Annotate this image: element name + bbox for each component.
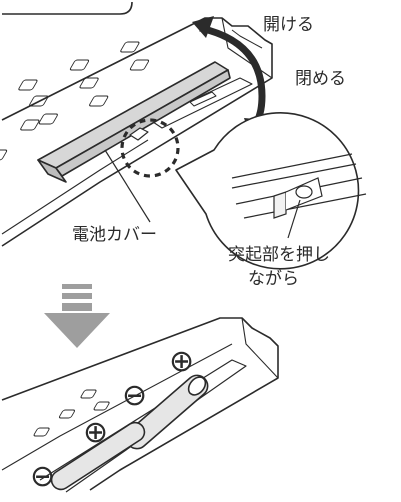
plus-symbol-upper: ⊕ xyxy=(169,344,194,379)
cover-leader-line xyxy=(104,149,151,223)
top-left-frame xyxy=(2,1,133,15)
top-remote xyxy=(0,1,273,247)
minus-symbol-upper: ⊖ xyxy=(122,378,147,413)
callout-leader-line xyxy=(287,199,301,239)
label-callout-line2: ながら xyxy=(248,269,299,289)
callout-detail xyxy=(231,153,367,219)
plus-symbol-lower: ⊕ xyxy=(83,415,108,450)
remote-body-outline xyxy=(1,17,273,247)
battery-lower xyxy=(50,421,146,491)
button-grid xyxy=(0,41,150,161)
label-callout-line1: 突起部を押し xyxy=(228,245,330,265)
callout-bubble xyxy=(175,112,360,270)
highlight-circle xyxy=(120,118,180,178)
cover-tab xyxy=(129,127,149,141)
arrow-head-open xyxy=(192,16,214,38)
spring-contact xyxy=(189,91,217,107)
battery-compartment xyxy=(149,77,253,129)
label-open: 開ける xyxy=(263,15,314,35)
minus-symbol-lower: ⊖ xyxy=(30,459,55,494)
bottom-remote-inner-edge xyxy=(1,343,233,471)
step-arrow-head xyxy=(44,313,110,348)
bottom-remote-end xyxy=(241,317,279,379)
label-battery-cover: 電池カバー xyxy=(72,225,157,245)
battery-cover xyxy=(37,61,231,183)
remote-end-slot xyxy=(231,29,263,49)
magnified-callout xyxy=(175,112,367,270)
step-arrow-bar-2 xyxy=(62,293,92,299)
bottom-button-grid xyxy=(33,389,110,437)
remote-body-edge xyxy=(1,139,149,235)
step-arrow-down xyxy=(44,284,110,348)
step-arrow-bar-3 xyxy=(62,303,92,311)
bottom-remote-outline xyxy=(1,317,279,491)
label-close: 閉める xyxy=(295,69,346,89)
step-arrow-bar-1 xyxy=(62,284,92,289)
